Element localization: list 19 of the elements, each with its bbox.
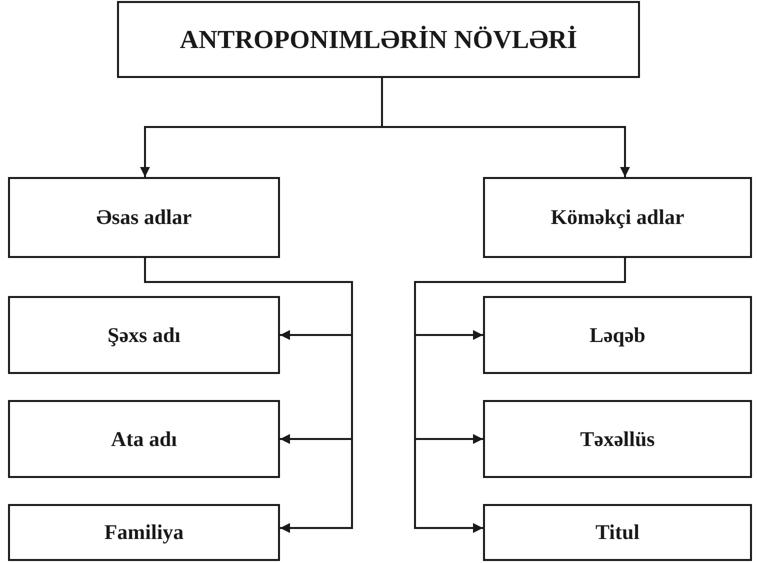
box-label: Təxəllüs xyxy=(580,426,655,452)
category-box xyxy=(8,296,280,374)
category-box xyxy=(483,504,752,561)
category-box xyxy=(483,296,752,374)
box-label: Köməkçi adlar xyxy=(550,205,684,230)
category-box xyxy=(483,177,752,258)
box-label: Ata adı xyxy=(111,426,177,452)
box-label: Şəxs adı xyxy=(108,322,180,348)
box-label: Ləqəb xyxy=(589,322,646,348)
category-box xyxy=(483,400,752,478)
arrow xyxy=(381,78,630,177)
box-label: Familiya xyxy=(104,520,184,545)
box-label: Əsas adlar xyxy=(96,205,192,230)
box-label: Titul xyxy=(596,520,640,545)
title-box xyxy=(117,1,640,78)
category-box xyxy=(8,177,280,258)
category-box xyxy=(8,400,280,478)
category-box xyxy=(8,504,280,561)
box-label: ANTROPONIMLƏRİN NÖVLƏRİ xyxy=(180,24,578,54)
